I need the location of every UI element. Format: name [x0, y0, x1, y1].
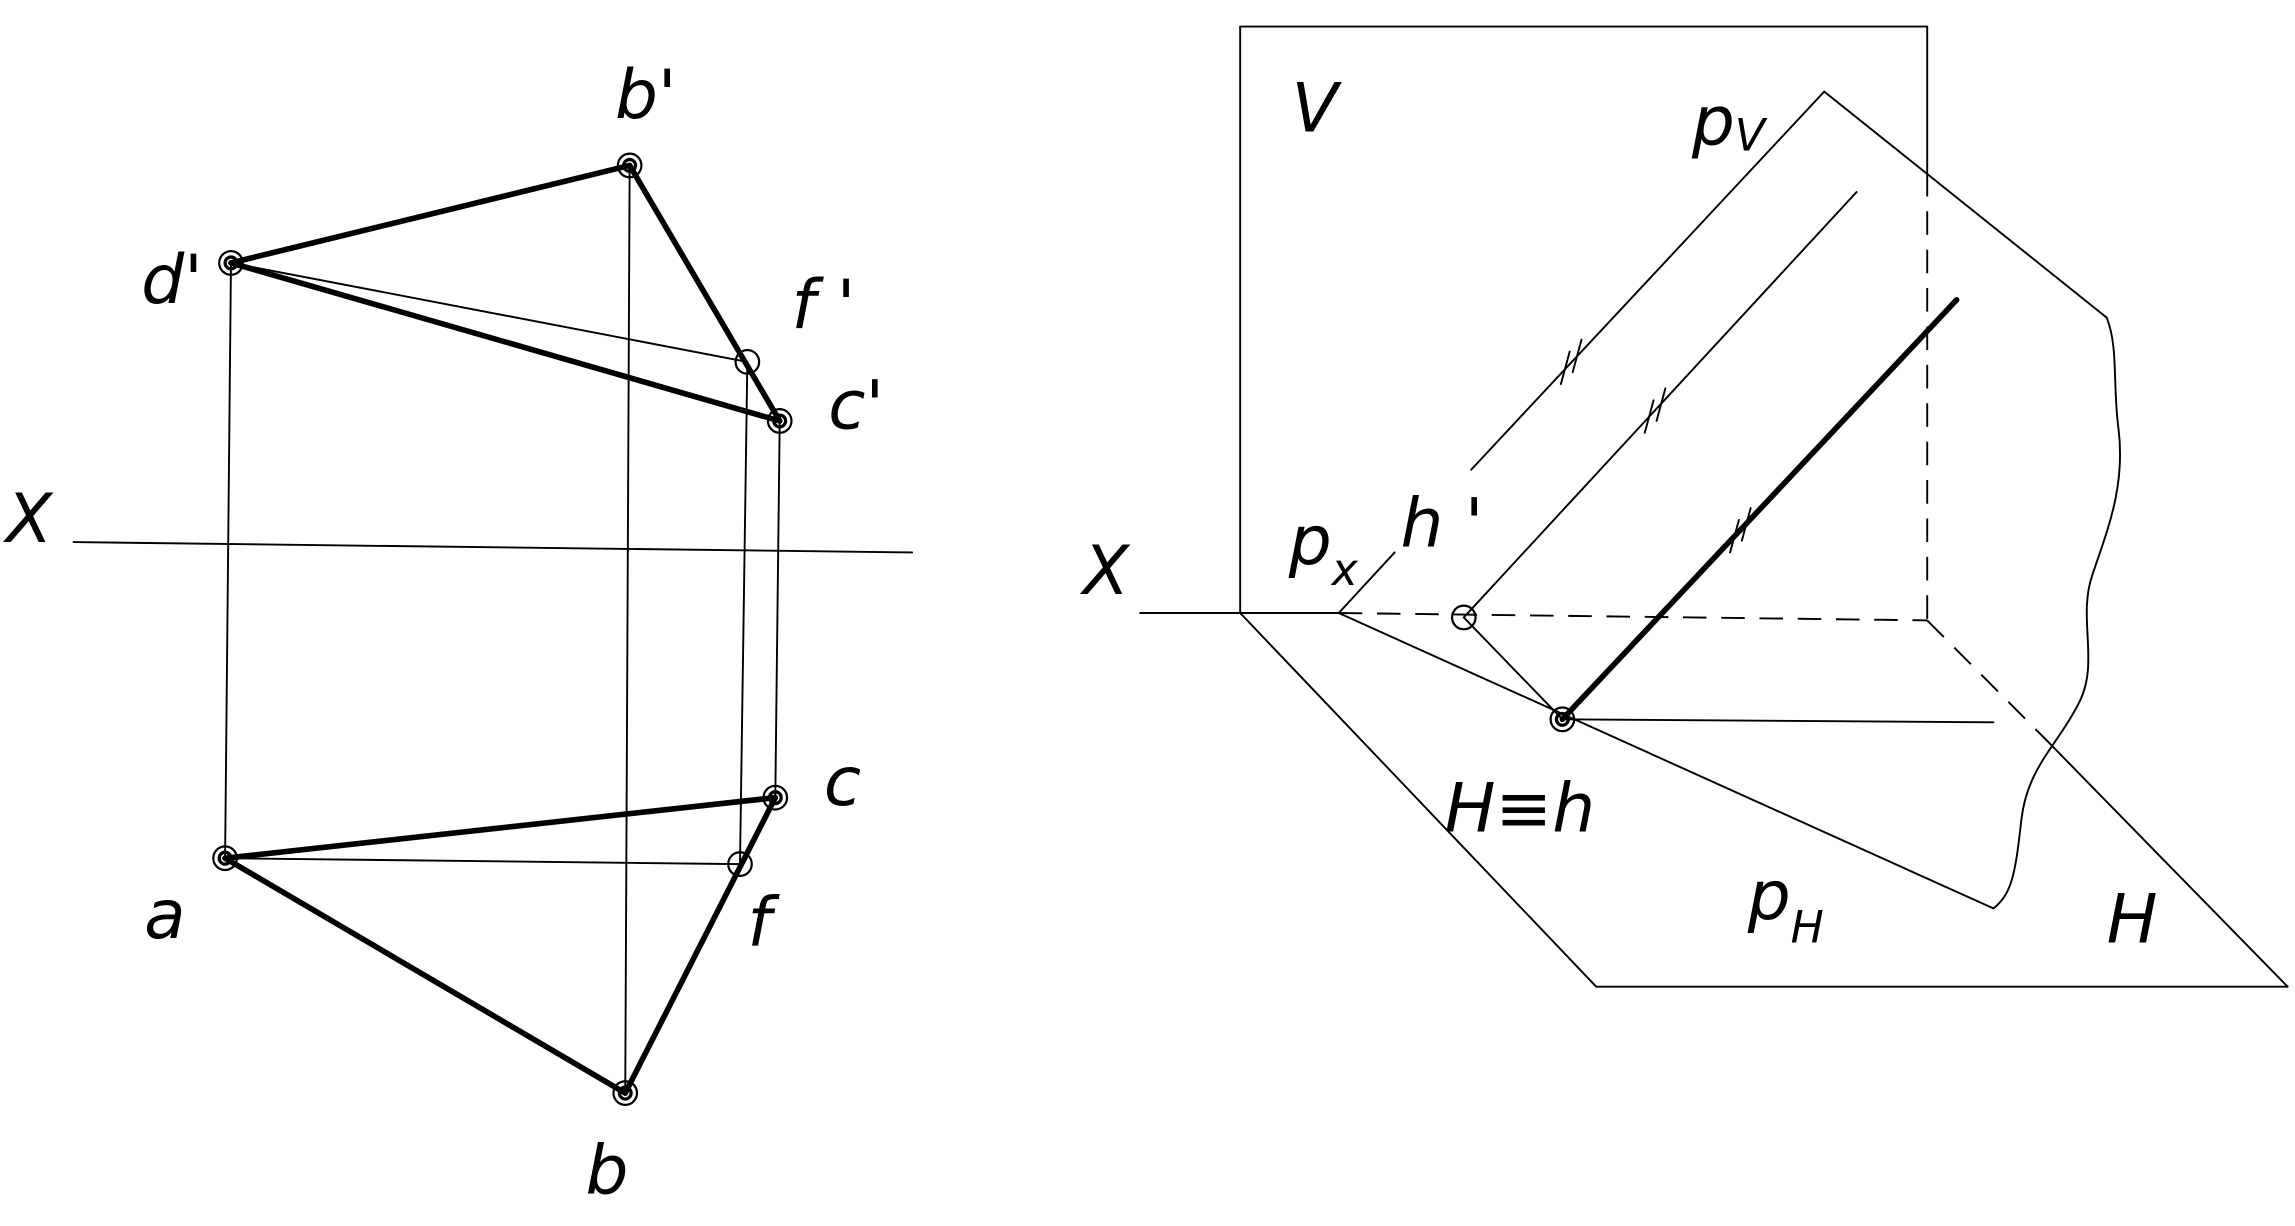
label-px-sub: x: [1330, 545, 1359, 596]
label-v-plane: V: [1292, 68, 1343, 147]
connector-d-a: [224, 261, 232, 860]
left-x-axis-line: [72, 541, 914, 554]
parallel-mark-thick-line: [1729, 507, 1752, 554]
label-d-prime: d': [141, 240, 203, 319]
point-a: [212, 845, 238, 872]
label-c-prime: c': [828, 365, 884, 444]
point-c: [762, 784, 789, 811]
plane-p-break-line: [1992, 316, 2122, 910]
label-a: a: [144, 875, 185, 954]
point-h-prime: [1450, 604, 1477, 631]
label-c: c: [824, 742, 861, 821]
label-b-prime: b': [615, 55, 677, 134]
plane-p-top-edge: [1823, 90, 2108, 319]
label-b: b: [586, 1130, 629, 1209]
connector-h-prime-h: [1462, 616, 1564, 721]
h-plane-left-edge: [1239, 612, 1598, 988]
right-x-axis-hidden: [1338, 612, 1928, 622]
line-a-f: [224, 857, 741, 866]
h-plane-right-edge-visible: [2043, 737, 2289, 988]
label-left-x-axis: X: [3, 479, 54, 558]
edge-b-prime-c-prime: [626, 162, 783, 424]
h-plane-right-edge-hidden: [1926, 619, 2046, 740]
point-c-prime: [766, 408, 793, 434]
point-b-prime: [616, 152, 643, 179]
label-trace-pv-sub: V: [1735, 111, 1768, 162]
trace-ph: [1337, 612, 1995, 910]
label-trace-pv: pV: [1691, 82, 1768, 162]
line-d-prime-f-prime: [230, 261, 749, 363]
point-d-prime: [218, 250, 244, 276]
point-h: [1549, 706, 1576, 733]
left-diagram: b' d' f ' c' X c a f b: [3, 55, 914, 1210]
right-diagram: V pV h ' px X H≡h pH H: [1080, 25, 2289, 988]
point-f: [727, 851, 753, 878]
label-h-plane: H: [2107, 879, 2158, 958]
label-px-main: p: [1288, 501, 1332, 580]
label-trace-ph-main: p: [1747, 856, 1791, 935]
edge-d-prime-b-prime: [228, 162, 633, 266]
label-trace-ph: pH: [1747, 856, 1824, 954]
label-f-prime: f ': [791, 265, 855, 344]
label-trace-pv-main: p: [1691, 82, 1735, 161]
edge-b-c: [622, 794, 779, 1096]
parallel-mark-pv: [1559, 338, 1583, 386]
horizontal-projection-line-h: [1561, 718, 1995, 724]
label-h-prime: h ': [1401, 483, 1484, 562]
label-trace-ph-sub: H: [1791, 902, 1824, 953]
connector-f: [739, 360, 749, 866]
label-h-point: H≡h: [1445, 768, 1595, 847]
connector-b: [624, 164, 631, 1095]
label-right-x-axis: X: [1080, 531, 1131, 610]
edge-a-c: [222, 794, 779, 862]
point-f-prime: [734, 348, 761, 375]
trace-pv-lower: [1337, 551, 1396, 614]
connector-c: [774, 420, 781, 799]
edge-a-b: [222, 855, 629, 1096]
edge-d-prime-c-prime: [228, 260, 783, 424]
label-px: px: [1288, 501, 1359, 596]
parallel-mark-h-prime-line: [1643, 387, 1667, 434]
point-b: [612, 1080, 639, 1106]
label-f: f: [747, 882, 780, 961]
trace-pv-upper: [1470, 90, 1826, 471]
line-through-point-h: [1559, 297, 1960, 723]
